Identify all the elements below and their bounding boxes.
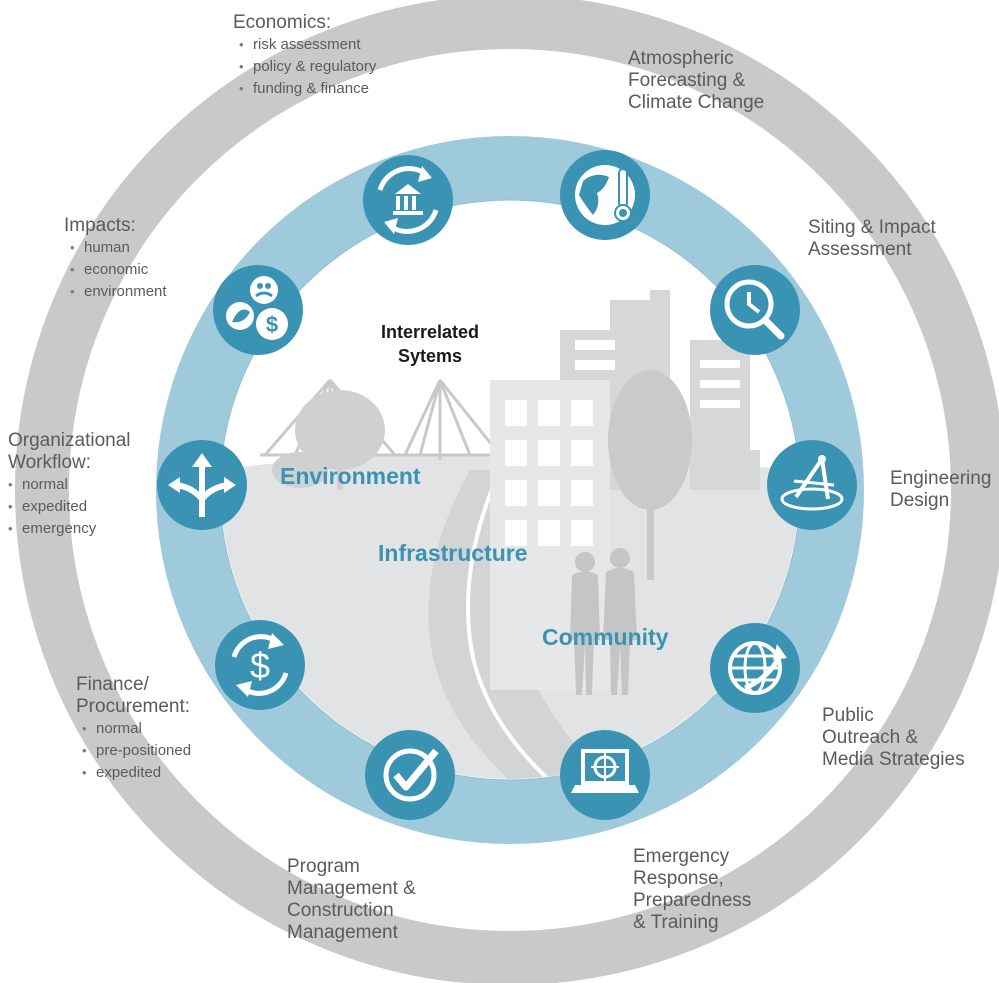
label-engineering: Engineering Design — [890, 468, 991, 512]
climate-globe-icon — [560, 150, 650, 240]
label-title: Economics: — [233, 12, 332, 33]
tree-left — [272, 390, 385, 490]
label-atmospheric: Atmospheric Forecasting & Climate Change — [628, 48, 764, 114]
bullet-item: pre-positioned — [82, 740, 191, 762]
branching-arrows-icon — [157, 440, 247, 530]
bullet-list: normal expedited emergency — [8, 474, 131, 540]
system-community: Community — [542, 624, 669, 650]
svg-text:$: $ — [250, 645, 270, 686]
people-silhouettes — [570, 548, 637, 695]
label-outreach: Public Outreach & Media Strategies — [822, 705, 965, 771]
label-title: Program Management & Construction Manage… — [287, 856, 416, 943]
bullet-item: human — [70, 237, 167, 259]
label-program: Program Management & Construction Manage… — [287, 856, 416, 944]
label-title: Atmospheric Forecasting & Climate Change — [628, 48, 765, 113]
building-windows — [505, 340, 740, 546]
bullet-list: risk assessment policy & regulatory fund… — [233, 34, 376, 100]
bullet-list: human economic environment — [64, 237, 167, 303]
center-title: Interrelated Sytems — [350, 320, 510, 368]
center-title-line1: Interrelated — [380, 322, 480, 342]
government-cycle-icon — [363, 155, 453, 245]
label-title: Emergency Response, Preparedness & Train… — [633, 846, 752, 933]
icons: $ $ — [157, 150, 857, 820]
bullet-item: economic — [70, 259, 167, 281]
label-workflow: Organizational Workflow: normal expedite… — [8, 430, 131, 540]
dollar-cycle-icon: $ — [215, 620, 305, 710]
svg-text:$: $ — [266, 312, 278, 337]
bullet-item: emergency — [8, 518, 131, 540]
label-title: Impacts: — [64, 215, 136, 236]
tree-right — [608, 370, 692, 580]
laptop-target-icon — [560, 730, 650, 820]
impacts-cluster-icon: $ — [213, 265, 303, 355]
system-infrastructure: Infrastructure — [378, 540, 528, 566]
compass-design-icon — [767, 440, 857, 530]
label-emergency: Emergency Response, Preparedness & Train… — [633, 846, 751, 934]
center-title-line2: Sytems — [397, 346, 463, 366]
bullet-item: policy & regulatory — [239, 56, 376, 78]
bullet-item: normal — [82, 718, 191, 740]
label-title: Finance/ Procurement: — [76, 674, 191, 717]
bullet-item: normal — [8, 474, 131, 496]
assessment-magnifier-icon — [710, 265, 800, 355]
bullet-item: funding & finance — [239, 78, 376, 100]
system-environment: Environment — [280, 463, 421, 489]
label-impacts: Impacts: human economic environment — [64, 215, 167, 303]
bullet-item: risk assessment — [239, 34, 376, 56]
road — [428, 470, 620, 779]
label-title: Public Outreach & Media Strategies — [822, 705, 965, 770]
bullet-list: normal pre-positioned expedited — [76, 718, 191, 784]
bullet-item: expedited — [8, 496, 131, 518]
bullet-item: expedited — [82, 762, 191, 784]
label-economics: Economics: risk assessment policy & regu… — [233, 12, 376, 100]
label-finance: Finance/ Procurement: normal pre-positio… — [76, 674, 191, 784]
label-title: Siting & Impact Assessment — [808, 217, 936, 260]
label-title: Organizational Workflow: — [8, 430, 131, 473]
label-siting: Siting & Impact Assessment — [808, 217, 936, 261]
globe-arrow-icon — [710, 623, 800, 713]
label-title: Engineering Design — [890, 468, 992, 511]
bullet-item: environment — [70, 281, 167, 303]
central-scene — [221, 201, 799, 779]
checkmark-clock-icon — [365, 730, 455, 820]
